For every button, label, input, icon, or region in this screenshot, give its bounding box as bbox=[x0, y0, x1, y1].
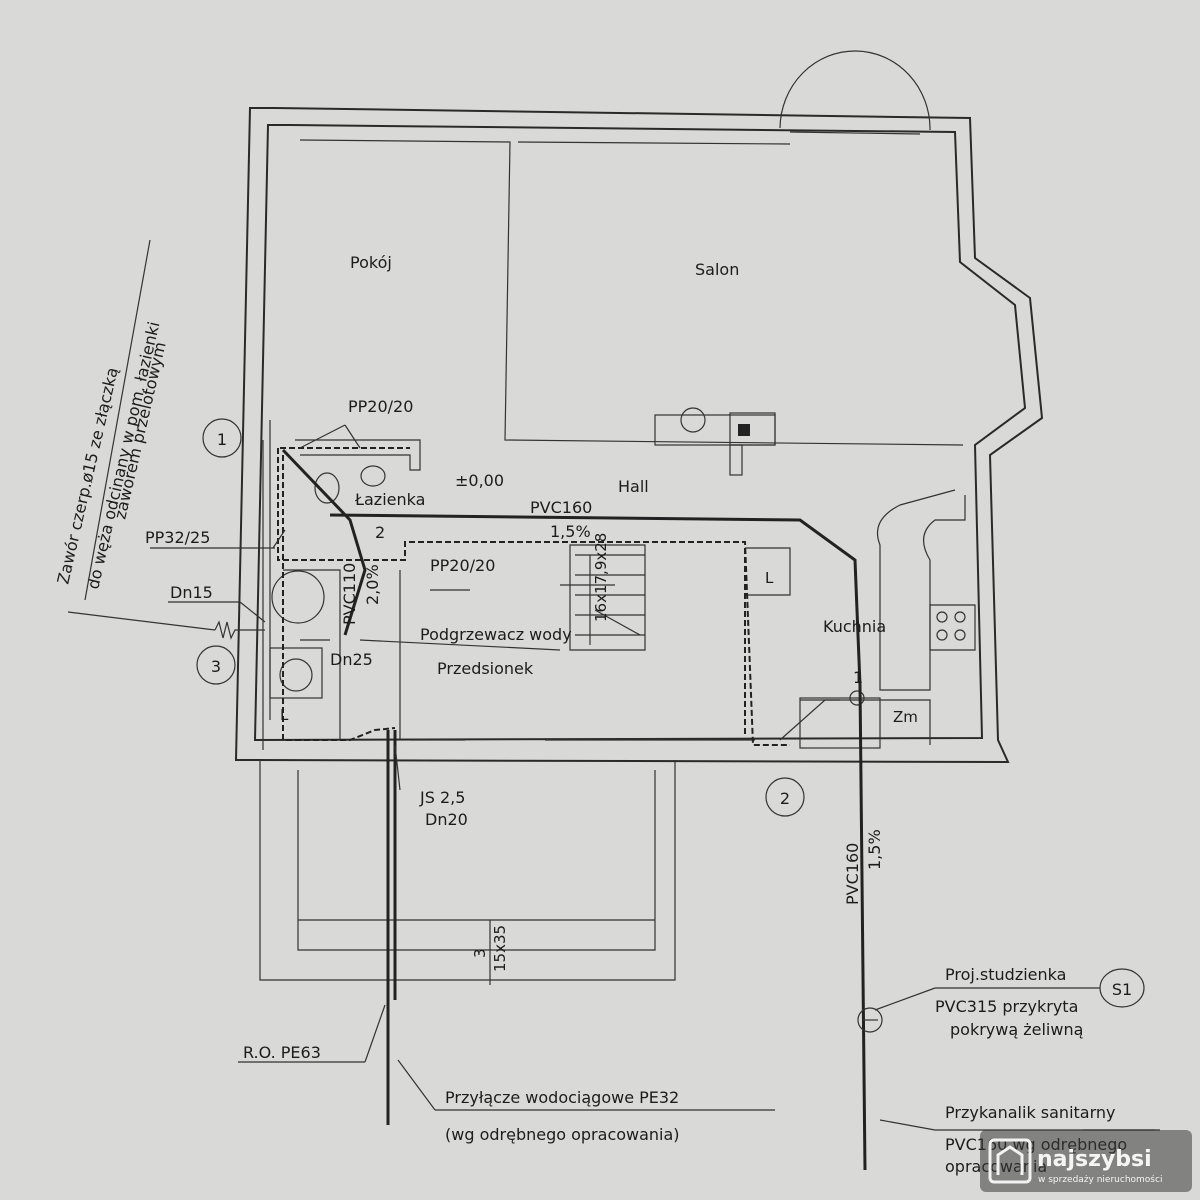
label-ro: R.O. PE63 bbox=[243, 1043, 321, 1062]
marker-1a: 1 bbox=[202, 418, 242, 458]
svg-text:1: 1 bbox=[217, 430, 227, 449]
room-lazienka: Łazienka bbox=[354, 490, 425, 509]
label-przylacze-1: Przyłącze wodociągowe PE32 bbox=[445, 1088, 679, 1107]
label-podgrzewacz: Podgrzewacz wody bbox=[420, 625, 572, 644]
watermark-tagline: w sprzedaży nieruchomości bbox=[1038, 1174, 1162, 1185]
svg-text:S1: S1 bbox=[1112, 980, 1132, 999]
label-step-num: 3 bbox=[471, 948, 489, 958]
label-level: ±0,00 bbox=[455, 471, 504, 490]
label-studzienka-3: pokrywą żeliwną bbox=[950, 1020, 1083, 1039]
room-l1: L bbox=[765, 569, 774, 587]
fireplace bbox=[654, 407, 776, 476]
label-pvc160-v: PVC160 bbox=[843, 843, 862, 905]
stove bbox=[936, 611, 966, 641]
label-slope-15-v: 1,5% bbox=[865, 829, 884, 870]
room-pokoj: Pokój bbox=[350, 253, 392, 272]
terrace bbox=[259, 760, 676, 985]
watermark: najszybsi w sprzedaży nieruchomości bbox=[980, 1130, 1192, 1192]
label-dn15: Dn15 bbox=[170, 583, 213, 602]
label-step-dim: 15x35 bbox=[491, 925, 509, 972]
marker-3: 3 bbox=[196, 645, 236, 685]
leader-lines bbox=[67, 424, 1160, 1131]
label-slope-20: 2,0% bbox=[363, 564, 382, 605]
marker-s1: S1 bbox=[1099, 968, 1145, 1008]
label-studzienka-1: Proj.studzienka bbox=[945, 965, 1066, 984]
label-pp32: PP32/25 bbox=[145, 528, 210, 547]
kitchen-island bbox=[876, 489, 966, 691]
house-logo-icon bbox=[988, 1138, 1032, 1184]
label-slope-15-h: 1,5% bbox=[550, 522, 591, 541]
room-zm: Zm bbox=[893, 708, 918, 726]
label-studzienka-2: PVC315 przykryta bbox=[935, 997, 1078, 1016]
room-kuchnia: Kuchnia bbox=[823, 617, 886, 636]
outer-walls bbox=[234, 107, 1044, 764]
label-dn25: Dn25 bbox=[330, 650, 373, 669]
balcony-arc bbox=[779, 50, 931, 131]
watermark-brand: najszybsi bbox=[1037, 1147, 1152, 1172]
room-hall: Hall bbox=[618, 477, 649, 496]
marker-2a: 2 bbox=[765, 777, 805, 817]
label-dn20: Dn20 bbox=[425, 810, 468, 829]
room-przedsionek: Przedsionek bbox=[437, 659, 534, 678]
label-js: JS 2,5 bbox=[419, 788, 465, 807]
label-przylacze-2: (wg odrębnego opracowania) bbox=[445, 1125, 680, 1144]
label-pvc110: PVC110 bbox=[340, 563, 359, 625]
label-pp20-top: PP20/20 bbox=[348, 397, 413, 416]
room-l2: L bbox=[280, 706, 289, 724]
label-stairs: 16x17,9x28 bbox=[592, 533, 610, 622]
pipes bbox=[269, 420, 883, 1171]
label-marker-1b: 1 bbox=[853, 668, 863, 687]
label-pvc160-h: PVC160 bbox=[530, 498, 592, 517]
svg-text:3: 3 bbox=[211, 657, 221, 676]
room-salon: Salon bbox=[695, 260, 739, 279]
stairs bbox=[575, 554, 645, 645]
label-pp20-mid: PP20/20 bbox=[430, 556, 495, 575]
label-marker-2b: 2 bbox=[375, 523, 385, 542]
label-przykanalik-1: Przykanalik sanitarny bbox=[945, 1103, 1116, 1122]
svg-text:2: 2 bbox=[780, 789, 790, 808]
